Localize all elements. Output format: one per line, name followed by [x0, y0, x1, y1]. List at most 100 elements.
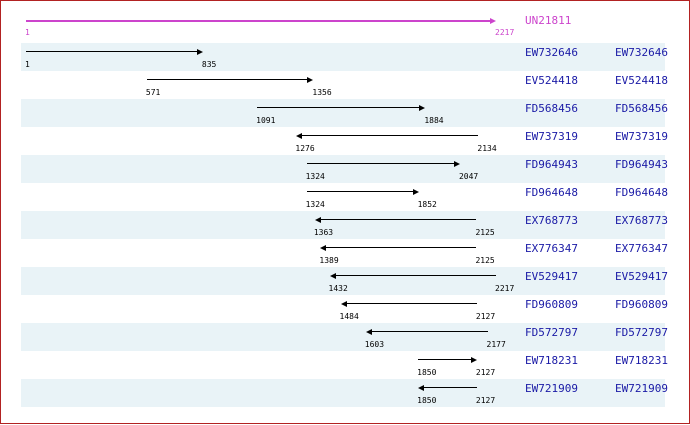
read-accession-link[interactable]: EW732646	[615, 46, 668, 59]
read-end-position: 2127	[475, 312, 496, 321]
arrow-left-icon	[365, 329, 372, 335]
read-arrow	[334, 275, 496, 276]
read-arrow	[325, 247, 477, 248]
read-start-position: 1	[25, 60, 30, 69]
read-end-position: 2127	[475, 396, 496, 405]
read-row: 1850 2127 EW718231 EW718231	[1, 351, 690, 379]
read-start-position: 1850	[417, 396, 437, 405]
read-arrow	[345, 303, 477, 304]
read-row-band	[21, 323, 665, 351]
read-id-link[interactable]: FD960809	[525, 298, 578, 311]
arrow-left-icon	[340, 301, 347, 307]
read-start-position: 1091	[256, 116, 276, 125]
read-end-position: 1884	[424, 116, 444, 125]
read-row: 1276 2134 EW737319 EW737319	[1, 127, 690, 155]
arrow-right-icon	[453, 161, 460, 167]
read-id-link[interactable]: EW718231	[525, 354, 578, 367]
read-start-position: 1389	[319, 256, 339, 265]
read-arrow	[301, 135, 479, 136]
read-id-link[interactable]: EV529417	[525, 270, 578, 283]
read-end-position: 2127	[475, 368, 496, 377]
read-row: 571 1356 EV524418 EV524418	[1, 71, 690, 99]
read-arrow	[319, 219, 477, 220]
read-accession-link[interactable]: FD964648	[615, 186, 668, 199]
arrow-right-icon	[419, 105, 426, 111]
reference-arrow-head-icon	[490, 18, 496, 24]
read-accession-link[interactable]: FD572797	[615, 326, 668, 339]
read-row: 1091 1884 FD568456 FD568456	[1, 99, 690, 127]
reference-arrow	[26, 20, 491, 22]
read-accession-link[interactable]: EX776347	[615, 242, 668, 255]
read-row: 1324 1852 FD964648 FD964648	[1, 183, 690, 211]
read-accession-link[interactable]: EW721909	[615, 382, 668, 395]
read-accession-link[interactable]: FD568456	[615, 102, 668, 115]
arrow-left-icon	[329, 273, 336, 279]
read-accession-link[interactable]: EX768773	[615, 214, 668, 227]
arrow-right-icon	[196, 49, 203, 55]
reference-id-label: UN21811	[525, 14, 572, 27]
read-accession-link[interactable]: EV524418	[615, 74, 668, 87]
read-end-position: 1852	[417, 200, 437, 209]
read-id-link[interactable]: EW732646	[525, 46, 578, 59]
read-start-position: 1276	[295, 144, 315, 153]
read-id-link[interactable]: FD568456	[525, 102, 578, 115]
read-id-link[interactable]: EX776347	[525, 242, 578, 255]
read-accession-link[interactable]: FD964943	[615, 158, 668, 171]
read-row: 1603 2177 FD572797 FD572797	[1, 323, 690, 351]
read-end-position: 2125	[475, 256, 495, 265]
read-start-position: 1603	[364, 340, 385, 349]
reference-end-position: 2217	[495, 28, 515, 37]
read-start-position: 1432	[328, 284, 348, 293]
read-end-position: 1356	[312, 88, 332, 97]
read-arrow	[423, 387, 477, 388]
read-arrow	[26, 51, 198, 52]
read-accession-link[interactable]: EW718231	[615, 354, 668, 367]
read-accession-link[interactable]: EW737319	[615, 130, 668, 143]
read-arrow	[257, 107, 421, 108]
read-id-link[interactable]: FD572797	[525, 326, 578, 339]
arrow-left-icon	[320, 245, 327, 251]
arrow-left-icon	[314, 217, 321, 223]
read-start-position: 1484	[339, 312, 359, 321]
read-start-position: 1363	[313, 228, 334, 237]
read-row: 1389 2125 EX776347 EX776347	[1, 239, 690, 267]
read-row: 1850 2127 EW721909 EW721909	[1, 379, 690, 407]
read-start-position: 571	[145, 88, 161, 97]
read-end-position: 2177	[486, 340, 506, 349]
read-id-link[interactable]: FD964648	[525, 186, 578, 199]
arrow-left-icon	[418, 385, 425, 391]
read-arrow	[306, 163, 455, 164]
read-row-band	[21, 267, 665, 295]
read-id-link[interactable]: EV524418	[525, 74, 578, 87]
read-row-band	[21, 99, 665, 127]
read-end-position: 2125	[475, 228, 495, 237]
read-row-band	[21, 155, 665, 183]
read-id-link[interactable]: EW737319	[525, 130, 578, 143]
read-row: 1324 2047 FD964943 FD964943	[1, 155, 690, 183]
read-arrow	[370, 331, 488, 332]
reference-track: 1 2217 UN21811	[1, 9, 690, 37]
read-row-band	[21, 379, 665, 407]
read-arrow	[306, 191, 414, 192]
read-start-position: 1850	[417, 368, 437, 377]
arrow-right-icon	[307, 77, 314, 83]
read-arrow	[146, 79, 309, 80]
read-accession-link[interactable]: FD960809	[615, 298, 668, 311]
arrow-right-icon	[412, 189, 419, 195]
read-row-band	[21, 211, 665, 239]
reference-start-position: 1	[25, 28, 30, 37]
read-id-link[interactable]: EX768773	[525, 214, 578, 227]
read-accession-link[interactable]: EV529417	[615, 270, 668, 283]
read-id-link[interactable]: FD964943	[525, 158, 578, 171]
arrow-left-icon	[296, 133, 303, 139]
read-row: 1363 2125 EX768773 EX768773	[1, 211, 690, 239]
read-start-position: 1324	[305, 172, 325, 181]
read-id-link[interactable]: EW721909	[525, 382, 578, 395]
read-row: 1 835 EW732646 EW732646	[1, 43, 690, 71]
read-end-position: 2047	[458, 172, 479, 181]
read-end-position: 2134	[477, 144, 497, 153]
read-start-position: 1324	[305, 200, 325, 209]
read-end-position: 835	[201, 60, 217, 69]
